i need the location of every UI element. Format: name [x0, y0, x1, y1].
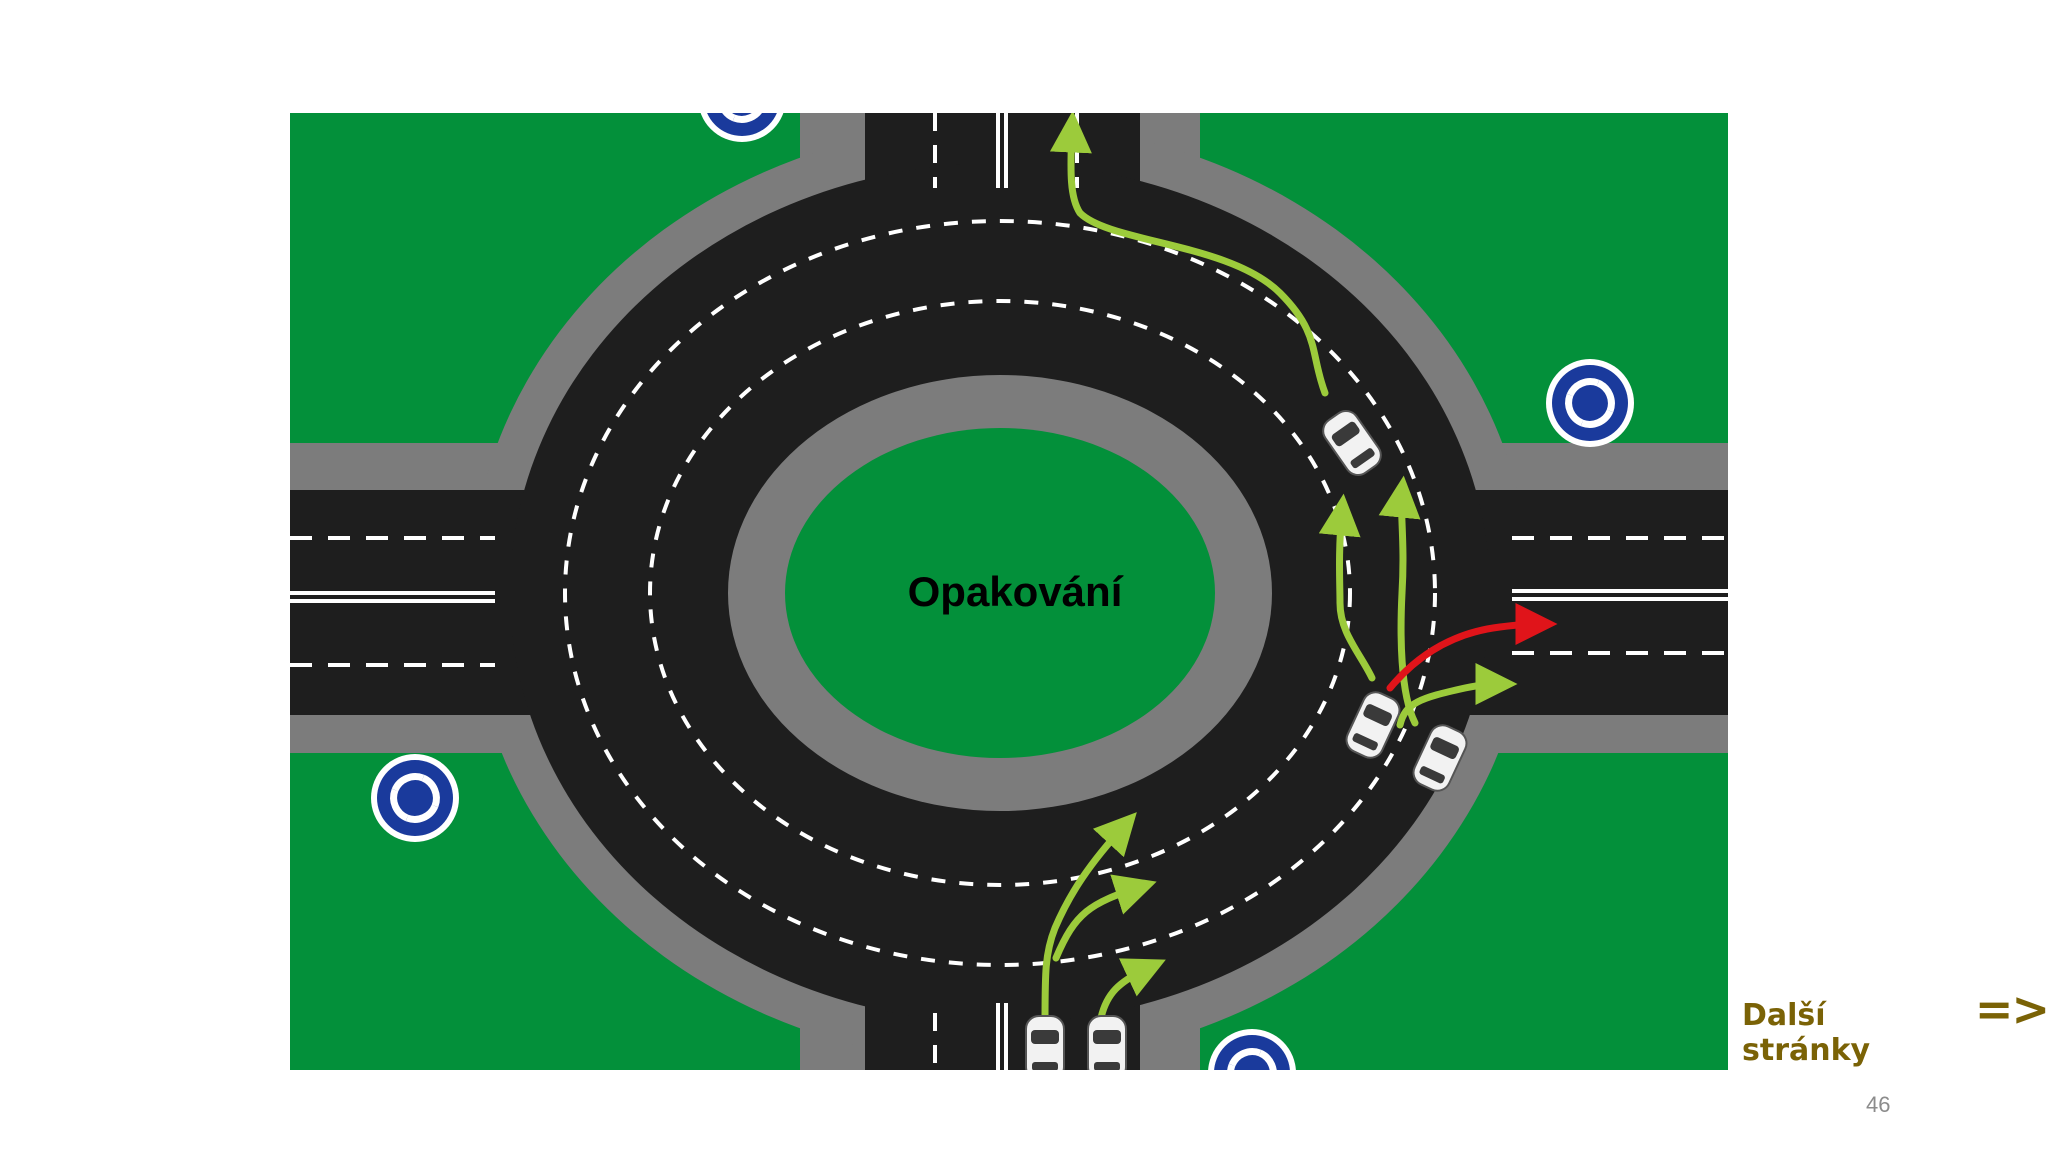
green-arrow-icon — [1096, 958, 1166, 1027]
allowed-paths — [1041, 113, 1518, 1027]
roundabout-diagram — [290, 113, 1728, 1070]
approach-lane-markings — [290, 113, 1728, 1070]
circle-lane-markings — [563, 219, 1437, 967]
car-icon — [1087, 1015, 1127, 1070]
roundabout-sign-icon — [1546, 359, 1634, 447]
next-pages-label: Další stránky — [1742, 998, 1871, 1068]
next-pages-link[interactable]: Další stránky => — [1742, 982, 2048, 1068]
central-island-grass — [785, 428, 1215, 758]
green-arrow-icon — [1396, 663, 1518, 729]
center-label: Opakování — [907, 568, 1123, 615]
next-arrow-icon: => — [1974, 982, 2048, 1036]
red-arrow-icon — [1386, 603, 1558, 692]
green-arrow-icon — [1318, 493, 1376, 682]
roundabout-sign-icon — [371, 754, 459, 842]
green-arrow-icon — [1378, 475, 1421, 727]
page-number: 46 — [1866, 1092, 1891, 1117]
car-icon — [1025, 1015, 1065, 1070]
green-arrow-icon — [1052, 874, 1157, 962]
green-arrow-icon — [1041, 812, 1137, 1027]
green-arrow-icon — [1049, 113, 1329, 397]
